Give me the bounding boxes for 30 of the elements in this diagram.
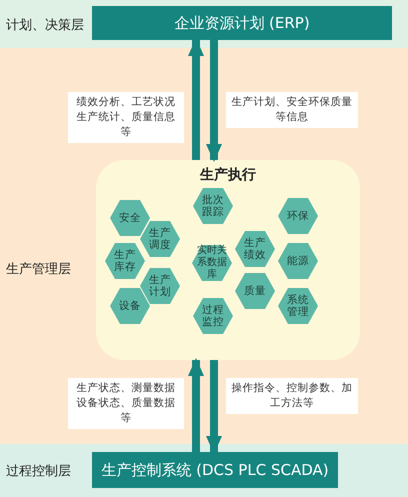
panel-title: 生产执行 <box>198 166 257 184</box>
layer-band <box>0 444 408 497</box>
system-box: 企业资源计划 (ERP) <box>92 6 392 40</box>
arrow <box>188 38 204 160</box>
module-hexagon: 生产调度 <box>140 221 180 257</box>
module-hexagon: 实时关系数据库 <box>192 245 232 281</box>
module-hexagon: 过程监控 <box>193 298 233 334</box>
module-hexagon: 系统管理 <box>278 288 318 324</box>
edge-label: 操作指令、控制参数、加工方法等 <box>226 378 358 414</box>
layer-label: 过程控制层 <box>6 463 71 480</box>
module-hexagon: 生产库存 <box>105 243 145 279</box>
layer-band <box>0 0 408 48</box>
module-hexagon: 生产绩效 <box>235 231 275 267</box>
module-hexagon: 批次跟踪 <box>193 188 233 224</box>
module-hexagon: 设备 <box>110 288 150 324</box>
edge-label: 绩效分析、工艺状况生产统计、质量信息等 <box>68 92 184 143</box>
edge-label: 生产计划、安全环保质量等信息 <box>226 92 358 128</box>
layer-label: 计划、决策层 <box>6 17 84 34</box>
layer-label: 生产管理层 <box>6 261 71 278</box>
system-box: 生产控制系统 (DCS PLC SCADA) <box>92 452 338 488</box>
module-hexagon: 安全 <box>110 200 150 236</box>
execution-panel <box>96 160 360 360</box>
arrow <box>206 360 222 454</box>
module-hexagon: 环保 <box>278 198 318 234</box>
module-hexagon: 能源 <box>278 243 318 279</box>
arrow <box>188 358 204 452</box>
edge-label: 生产状态、测量数据设备状态、质量数据等 <box>68 378 184 429</box>
module-hexagon: 生产计划 <box>140 268 180 304</box>
module-hexagon: 质量 <box>235 273 275 309</box>
arrow <box>206 40 222 162</box>
